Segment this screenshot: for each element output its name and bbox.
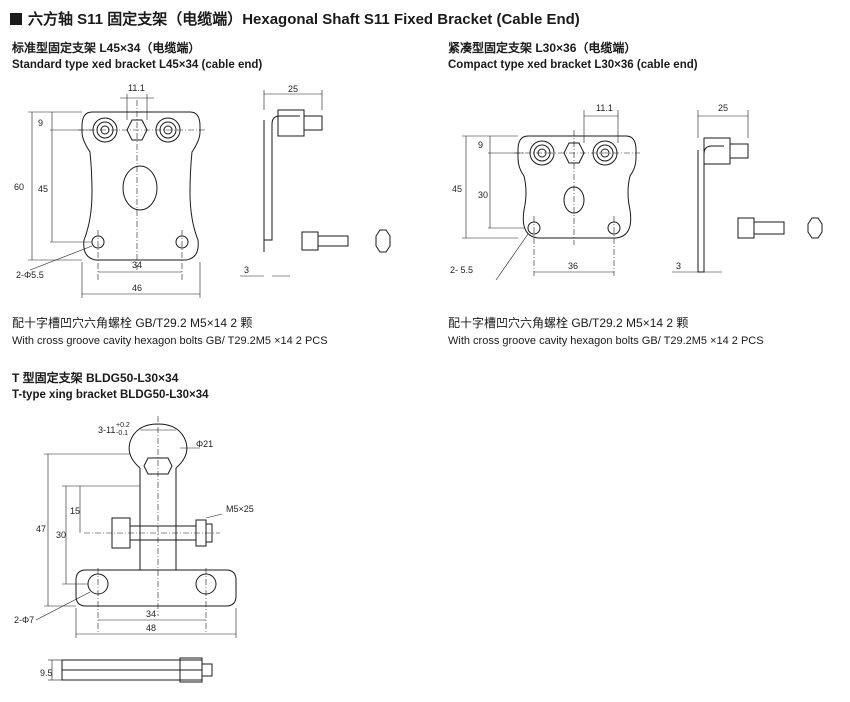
dim-compact-3: 3 (676, 261, 681, 271)
dim-ttype-hole: 2-Φ7 (14, 615, 34, 625)
dim-ttype-47: 47 (36, 524, 46, 534)
dim-standard-45: 45 (38, 184, 48, 194)
standard-bracket-drawing: 11.1 9 60 45 34 46 2-Φ5.5 25 3 (14, 83, 391, 298)
compact-note-cn: 配十字槽凹穴六角螺栓 GB/T29.2 M5×14 2 颗 (448, 316, 689, 330)
dim-compact-9: 9 (478, 140, 483, 150)
dim-ttype-30: 30 (56, 530, 66, 540)
dim-standard-34: 34 (132, 260, 142, 270)
dim-compact-30: 30 (478, 190, 488, 200)
dim-compact-36: 36 (568, 261, 578, 271)
dim-compact-hole: 2- 5.5 (450, 265, 473, 275)
dim-ttype-9-5: 9.5 (40, 668, 53, 678)
dim-ttype-tol-up: +0.2 (116, 422, 130, 429)
dim-compact-45: 45 (452, 184, 462, 194)
dim-ttype-tol-down: -0.1 (116, 430, 128, 437)
dim-standard-hole: 2-Φ5.5 (16, 270, 44, 280)
dim-compact-25: 25 (718, 103, 728, 113)
dim-standard-25: 25 (288, 84, 298, 94)
dim-standard-60: 60 (14, 182, 24, 192)
ttype-title-cn: T 型固定支架 BLDG50-L30×34 (12, 371, 179, 385)
ttype-bracket-drawing: 3-11 +0.2 -0.1 Φ21 M5×25 47 30 15 34 48 … (14, 416, 254, 683)
standard-title-en: Standard type xed bracket L45×34 (cable … (12, 59, 263, 71)
dim-ttype-m5: M5×25 (226, 504, 254, 514)
compact-title-en: Compact type xed bracket L30×36 (cable e… (448, 59, 698, 71)
standard-note-cn: 配十字槽凹穴六角螺栓 GB/T29.2 M5×14 2 颗 (12, 316, 253, 330)
square-bullet-icon (10, 13, 22, 25)
dim-compact-11-1: 11.1 (596, 103, 613, 113)
dim-standard-9: 9 (38, 118, 43, 128)
dim-ttype-48: 48 (146, 623, 156, 633)
compact-note-en: With cross groove cavity hexagon bolts G… (448, 335, 764, 347)
page-title: 六方轴 S11 固定支架（电缆端）Hexagonal Shaft S11 Fix… (10, 8, 580, 29)
standard-note-en: With cross groove cavity hexagon bolts G… (12, 335, 328, 347)
compact-title-cn: 紧凑型固定支架 L30×36（电缆端） (448, 41, 637, 55)
dim-ttype-phi21: Φ21 (196, 439, 213, 449)
ttype-title-en: T-type xing bracket BLDG50-L30×34 (12, 389, 209, 401)
dim-ttype-34: 34 (146, 609, 156, 619)
compact-bracket-drawing: 11.1 9 45 30 36 2- 5.5 25 3 (450, 103, 823, 281)
dim-standard-11-1: 11.1 (128, 83, 145, 93)
dim-standard-46: 46 (132, 283, 142, 293)
dim-ttype-15: 15 (70, 506, 80, 516)
standard-title-cn: 标准型固定支架 L45×34（电缆端） (12, 41, 201, 55)
dim-standard-3: 3 (244, 265, 249, 275)
dim-ttype-slot: 3-11 (98, 425, 115, 435)
